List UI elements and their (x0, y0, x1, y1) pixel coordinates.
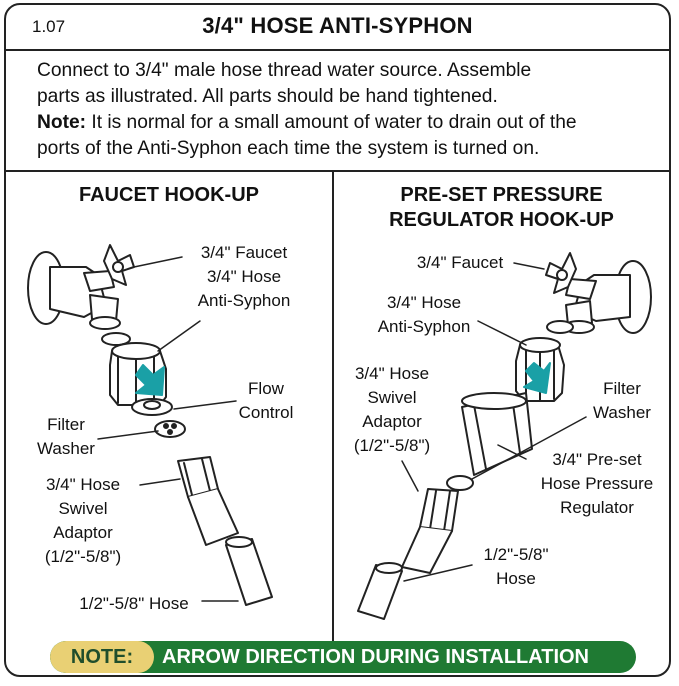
label-line: Hose Pressure (540, 474, 654, 493)
title-line: REGULATOR HOOK-UP (389, 209, 614, 231)
label-line: Adaptor (53, 523, 113, 542)
pressure-regulator-right (461, 392, 533, 476)
hose-right (357, 562, 403, 620)
page-number: 1.07 (32, 17, 66, 36)
hose-left (225, 536, 273, 606)
note-text: It is normal for a small amount of water… (86, 112, 577, 133)
label-line: 1/2"-5/8" (483, 545, 549, 564)
label-line: Anti-Syphon (197, 291, 291, 310)
label-line: 3/4" Faucet (200, 243, 288, 262)
label-faucet-right: 3/4" Faucet (416, 253, 504, 272)
label-swivel-adaptor-left: 3/4" Hose Swivel Adaptor (1/2"-5/8") (28, 473, 138, 569)
title-line: PRE-SET PRESSURE (400, 184, 603, 206)
label-line: 3/4" Hose (45, 475, 121, 494)
washer-right-top (546, 320, 574, 334)
label-line: Regulator (560, 498, 634, 517)
label-hose-left: 1/2"-5/8" Hose (79, 594, 189, 613)
label-anti-syphon-right: 3/4" Hose Anti-Syphon (368, 291, 480, 339)
label-flow-control-left: Flow Control (230, 377, 302, 425)
note-banner-text: ARROW DIRECTION DURING INSTALLATION (162, 646, 590, 668)
washer-left-top (101, 332, 131, 346)
label-line: Anti-Syphon (377, 317, 471, 336)
column-divider (332, 171, 334, 641)
label-hose-right: 1/2"-5/8" Hose (474, 543, 558, 591)
label-swivel-adaptor-right: 3/4" Hose Swivel Adaptor (1/2"-5/8") (346, 362, 438, 458)
filter-washer-right (446, 475, 474, 491)
note-label: Note: (37, 112, 87, 133)
faucet-left (27, 244, 135, 330)
label-line: 3/4" Pre-set (552, 450, 642, 469)
note-banner: NOTE: ARROW DIRECTION DURING INSTALLATIO… (50, 641, 636, 673)
label-faucet-left: 3/4" Faucet 3/4" Hose Anti-Syphon (184, 241, 304, 313)
regulator-hookup-title: PRE-SET PRESSURE REGULATOR HOOK-UP (334, 183, 669, 233)
intro-line: ports of the Anti-Syphon each time the s… (37, 138, 540, 159)
flow-control-left (131, 398, 173, 416)
label-line: (1/2"-5/8") (44, 547, 122, 566)
leader-lines-left (97, 256, 239, 602)
direction-arrow-left (135, 364, 165, 396)
label-line: Filter (47, 415, 85, 434)
header-bar: 1.07 3/4" HOSE ANTI-SYPHON (6, 5, 669, 51)
note-banner-label: NOTE: (50, 641, 154, 673)
assembly-illustration (27, 244, 652, 620)
intro-text: Connect to 3/4" male hose thread water s… (37, 58, 657, 162)
label-line: Control (238, 403, 294, 422)
page-title: 3/4" HOSE ANTI-SYPHON (202, 13, 473, 38)
label-line: Hose (496, 569, 536, 588)
direction-arrow-right (523, 362, 551, 394)
faucet-hookup-title: FAUCET HOOK-UP (79, 184, 259, 206)
intro-note: Note: It is normal for a small amount of… (37, 110, 657, 136)
instruction-card: 1.07 3/4" HOSE ANTI-SYPHON Connect to 3/… (4, 3, 671, 677)
label-line: Swivel (367, 388, 417, 407)
swivel-adaptor-right (401, 488, 459, 574)
intro-line: parts as illustrated. All parts should b… (37, 86, 498, 107)
label-filter-washer-left: Filter Washer (30, 413, 102, 461)
label-line: 3/4" Hose (206, 267, 282, 286)
section-divider (6, 170, 669, 172)
label-line: Flow (248, 379, 284, 398)
label-line: 3/4" Hose (354, 364, 430, 383)
label-line: Washer (37, 439, 95, 458)
filter-washer-left (154, 420, 186, 438)
label-line: Filter (603, 379, 641, 398)
swivel-adaptor-left (177, 456, 239, 546)
leader-lines-right (401, 262, 587, 582)
label-line: Adaptor (362, 412, 422, 431)
label-filter-washer-right: Filter Washer (584, 377, 660, 425)
label-pressure-regulator-right: 3/4" Pre-set Hose Pressure Regulator (530, 448, 664, 520)
label-line: 3/4" Hose (386, 293, 462, 312)
label-line: (1/2"-5/8") (353, 436, 431, 455)
label-line: Washer (593, 403, 651, 422)
label-line: Swivel (58, 499, 108, 518)
intro-line: Connect to 3/4" male hose thread water s… (37, 60, 532, 81)
